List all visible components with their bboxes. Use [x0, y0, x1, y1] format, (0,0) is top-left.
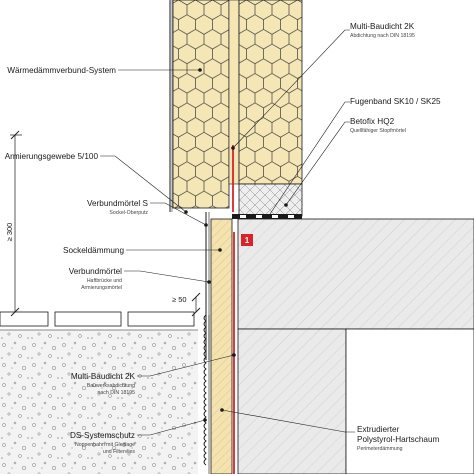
- leader-verbundmoertel-s: [150, 202, 207, 226]
- fugenband-dash-2: [256, 215, 262, 218]
- dot-multi-baudicht-bottom: [232, 353, 236, 357]
- concrete-floor-slab: [237, 218, 474, 330]
- label-verbundmoertel: Verbundmörtel: [69, 267, 122, 276]
- label-betofix-sub: Quellfähiger Stopfmörtel: [350, 128, 406, 134]
- concrete-basement-wall: [237, 328, 347, 474]
- label-multi-baudicht-bottom-sub1: Bauwerksabdichtung: [87, 383, 135, 389]
- fugenband-dash-3: [272, 215, 278, 218]
- label-extrudierter-1: Extrudierter: [357, 425, 400, 434]
- label-ds-sub2: und Filtervlies: [103, 449, 135, 455]
- wall-insulation-layer: [238, 0, 303, 185]
- dimension-300: [10, 130, 22, 317]
- label-ds-systemschutz: DS-Systemschutz: [70, 431, 135, 440]
- concrete-structure: [237, 218, 474, 474]
- dot-ds: [203, 418, 207, 422]
- plinth-insulation-board: [210, 218, 233, 474]
- marker-number: 1: [245, 236, 250, 245]
- fugenband-dash-4: [288, 215, 294, 218]
- leader-betofix: [285, 121, 350, 206]
- label-betofix: Betofix HQ2: [350, 117, 395, 126]
- label-waermedaemm: Wärmedämmverbund-System: [7, 66, 116, 75]
- marker-badge: [241, 234, 253, 246]
- leader-armierung: [100, 155, 187, 213]
- ground: [0, 311, 198, 474]
- upper-wall: [169, 0, 303, 217]
- label-sockeldaemmung: Sockeldämmung: [63, 246, 124, 255]
- leader-ds: [137, 419, 206, 436]
- fugenband-dash-1: [240, 215, 246, 218]
- leader-multi-baudicht-bottom: [137, 354, 235, 377]
- etics-insulation-layer: [172, 0, 230, 209]
- plinth-insulation: [205, 212, 235, 474]
- basement-interior: [345, 328, 474, 474]
- label-armierung: Armierungsgewebe 5/100: [5, 152, 99, 161]
- dimple-sheet: [203, 314, 207, 466]
- dot-verbundmoertel: [207, 280, 211, 284]
- dimension-50: [191, 292, 201, 317]
- label-verbundmoertel-sub2: Armierungsmörtel: [81, 285, 122, 291]
- mortar-bed-crosshatch: [238, 183, 303, 217]
- leader-dots: [184, 68, 288, 422]
- dimension-50-label: ≥ 50: [172, 295, 187, 304]
- masonry-wall: [228, 0, 240, 185]
- label-extrudierter-2: Polystyrol-Hartschaum: [357, 435, 440, 444]
- leader-verbundmoertel: [124, 270, 210, 283]
- label-verbundmoertel-s: Verbundmörtel S: [87, 199, 149, 208]
- leader-fugenband: [267, 101, 350, 218]
- paving-slab-3: [127, 311, 195, 327]
- dot-fugenband: [266, 215, 270, 219]
- dot-waermedaemm: [198, 68, 202, 72]
- label-verbundmoertel-sub1: Haftbrücke und: [87, 278, 122, 284]
- label-verbundmoertel-s-sub: Sockel-Oberputz: [109, 210, 148, 216]
- label-multi-baudicht-top-sub: Abdichtung nach DIN 18195: [350, 33, 415, 39]
- leader-multi-baudicht-top: [232, 29, 350, 149]
- dimension-300-label: ≥ 300: [5, 223, 14, 242]
- paving-slab-1: [0, 311, 49, 327]
- dot-verbundmoertel-s: [204, 223, 208, 227]
- label-ds-sub1: Noppenbahn mit Gleitlage: [75, 442, 135, 448]
- label-multi-baudicht-top: Multi-Baudicht 2K: [350, 22, 415, 31]
- label-multi-baudicht-bottom-sub2: nach DIN 18195: [98, 390, 136, 396]
- label-extrudierter-sub: Perimeterdämmung: [357, 446, 403, 452]
- gravel-backfill: [0, 330, 198, 474]
- leader-lines: [100, 29, 355, 436]
- dot-sockeldaemmung: [218, 248, 222, 252]
- paving-slab-2: [54, 311, 122, 327]
- dot-betofix: [284, 203, 288, 207]
- label-multi-baudicht-bottom: Multi-Baudicht 2K: [71, 372, 136, 381]
- dot-extrudierter: [220, 408, 224, 412]
- leader-extrudierter: [221, 409, 355, 433]
- dot-multi-baudicht-top: [231, 146, 235, 150]
- dot-armierung: [184, 210, 188, 214]
- label-fugenband: Fugenband SK10 / SK25: [350, 97, 441, 106]
